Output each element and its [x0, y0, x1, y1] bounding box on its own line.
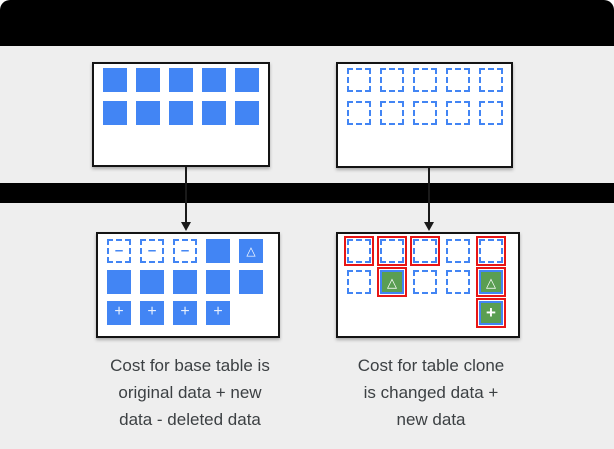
arrow-down-base-table [179, 167, 193, 232]
minus-glyph-icon: – [180, 241, 190, 259]
cell-dashed [479, 101, 503, 125]
caption-line: data - deleted data [119, 410, 261, 429]
cell-solid [202, 68, 226, 92]
plus-glyph-icon: + [147, 303, 157, 320]
cell-solid [239, 270, 263, 294]
cell-solid-plus: + [206, 301, 230, 325]
base-table-before-box [92, 62, 270, 167]
cell-dashed-red [377, 236, 407, 266]
data-block-row: + + + + [107, 301, 278, 325]
cell-solid [206, 239, 230, 263]
caption-line: Cost for table clone [357, 356, 505, 375]
cell-solid-delta: △ [239, 239, 263, 263]
cell-solid [235, 101, 259, 125]
table-clone-before-box [336, 62, 513, 168]
cell-dashed [347, 101, 371, 125]
arrow-down-table-clone [422, 168, 436, 232]
caption-line: is changed data + [363, 383, 499, 402]
data-block-row [347, 101, 511, 125]
data-block-row [347, 68, 511, 92]
data-block-row: + [347, 298, 518, 328]
cell-solid [202, 101, 226, 125]
minus-glyph-icon: – [147, 241, 157, 259]
cell-dashed [446, 239, 470, 263]
cell-solid [136, 68, 160, 92]
cell-dashed-red [476, 236, 506, 266]
cell-solid [107, 270, 131, 294]
cell-dashed [446, 270, 470, 294]
cell-solid [169, 68, 193, 92]
cell-dashed [413, 68, 437, 92]
caption-line: Cost for base table is [110, 356, 270, 375]
divider-black-bar [0, 183, 614, 203]
cell-solid [206, 270, 230, 294]
base-table-after-box: – – – △ + + + + [96, 232, 280, 338]
cell-dashed [347, 68, 371, 92]
cell-dashed [413, 101, 437, 125]
data-block-row: △△ [347, 267, 518, 297]
cell-solid-plus: + [107, 301, 131, 325]
cell-green-delta-red: △ [377, 267, 407, 297]
caption-line: new data [396, 410, 466, 429]
data-block-row: – – – △ [107, 239, 278, 263]
cell-dashed [347, 270, 371, 294]
base-table-cost-caption: Cost for base table is original data + n… [90, 352, 290, 433]
arrow-stem [428, 168, 430, 223]
cell-dashed-minus: – [107, 239, 131, 263]
table-clone-cost-caption: Cost for table clone is changed data + n… [331, 352, 531, 433]
plus-glyph-icon: + [180, 303, 190, 320]
cell-dashed-red [344, 236, 374, 266]
cell-green-delta-red: △ [476, 267, 506, 297]
cell-solid-plus: + [140, 301, 164, 325]
arrow-stem [185, 167, 187, 223]
cell-solid [173, 270, 197, 294]
plus-glyph-icon: + [486, 302, 496, 322]
cell-dashed [446, 68, 470, 92]
cell-solid [103, 101, 127, 125]
data-block-row [344, 236, 518, 266]
cell-dashed [380, 68, 404, 92]
data-block-row [103, 101, 268, 125]
delta-glyph-icon: △ [486, 274, 496, 290]
cell-dashed [446, 101, 470, 125]
cell-dashed-minus: – [173, 239, 197, 263]
cell-green-plus-red: + [476, 298, 506, 328]
cell-solid [140, 270, 164, 294]
cell-solid-plus: + [173, 301, 197, 325]
cell-dashed-red [410, 236, 440, 266]
data-block-row [103, 68, 268, 92]
cell-solid [103, 68, 127, 92]
cell-dashed [380, 101, 404, 125]
cell-dashed [413, 270, 437, 294]
caption-line: original data + new [118, 383, 262, 402]
delta-glyph-icon: △ [387, 274, 397, 290]
arrow-head-icon [181, 222, 191, 231]
minus-glyph-icon: – [114, 241, 124, 259]
cell-solid [235, 68, 259, 92]
cell-dashed [479, 68, 503, 92]
plus-glyph-icon: + [213, 303, 223, 320]
table-clone-after-box: △△+ [336, 232, 520, 338]
data-block-row [107, 270, 278, 294]
top-black-bar [0, 0, 614, 46]
cell-dashed-minus: – [140, 239, 164, 263]
arrow-head-icon [424, 222, 434, 231]
delta-glyph-icon: △ [246, 244, 256, 258]
cell-solid [136, 101, 160, 125]
cell-solid [169, 101, 193, 125]
plus-glyph-icon: + [114, 303, 124, 320]
